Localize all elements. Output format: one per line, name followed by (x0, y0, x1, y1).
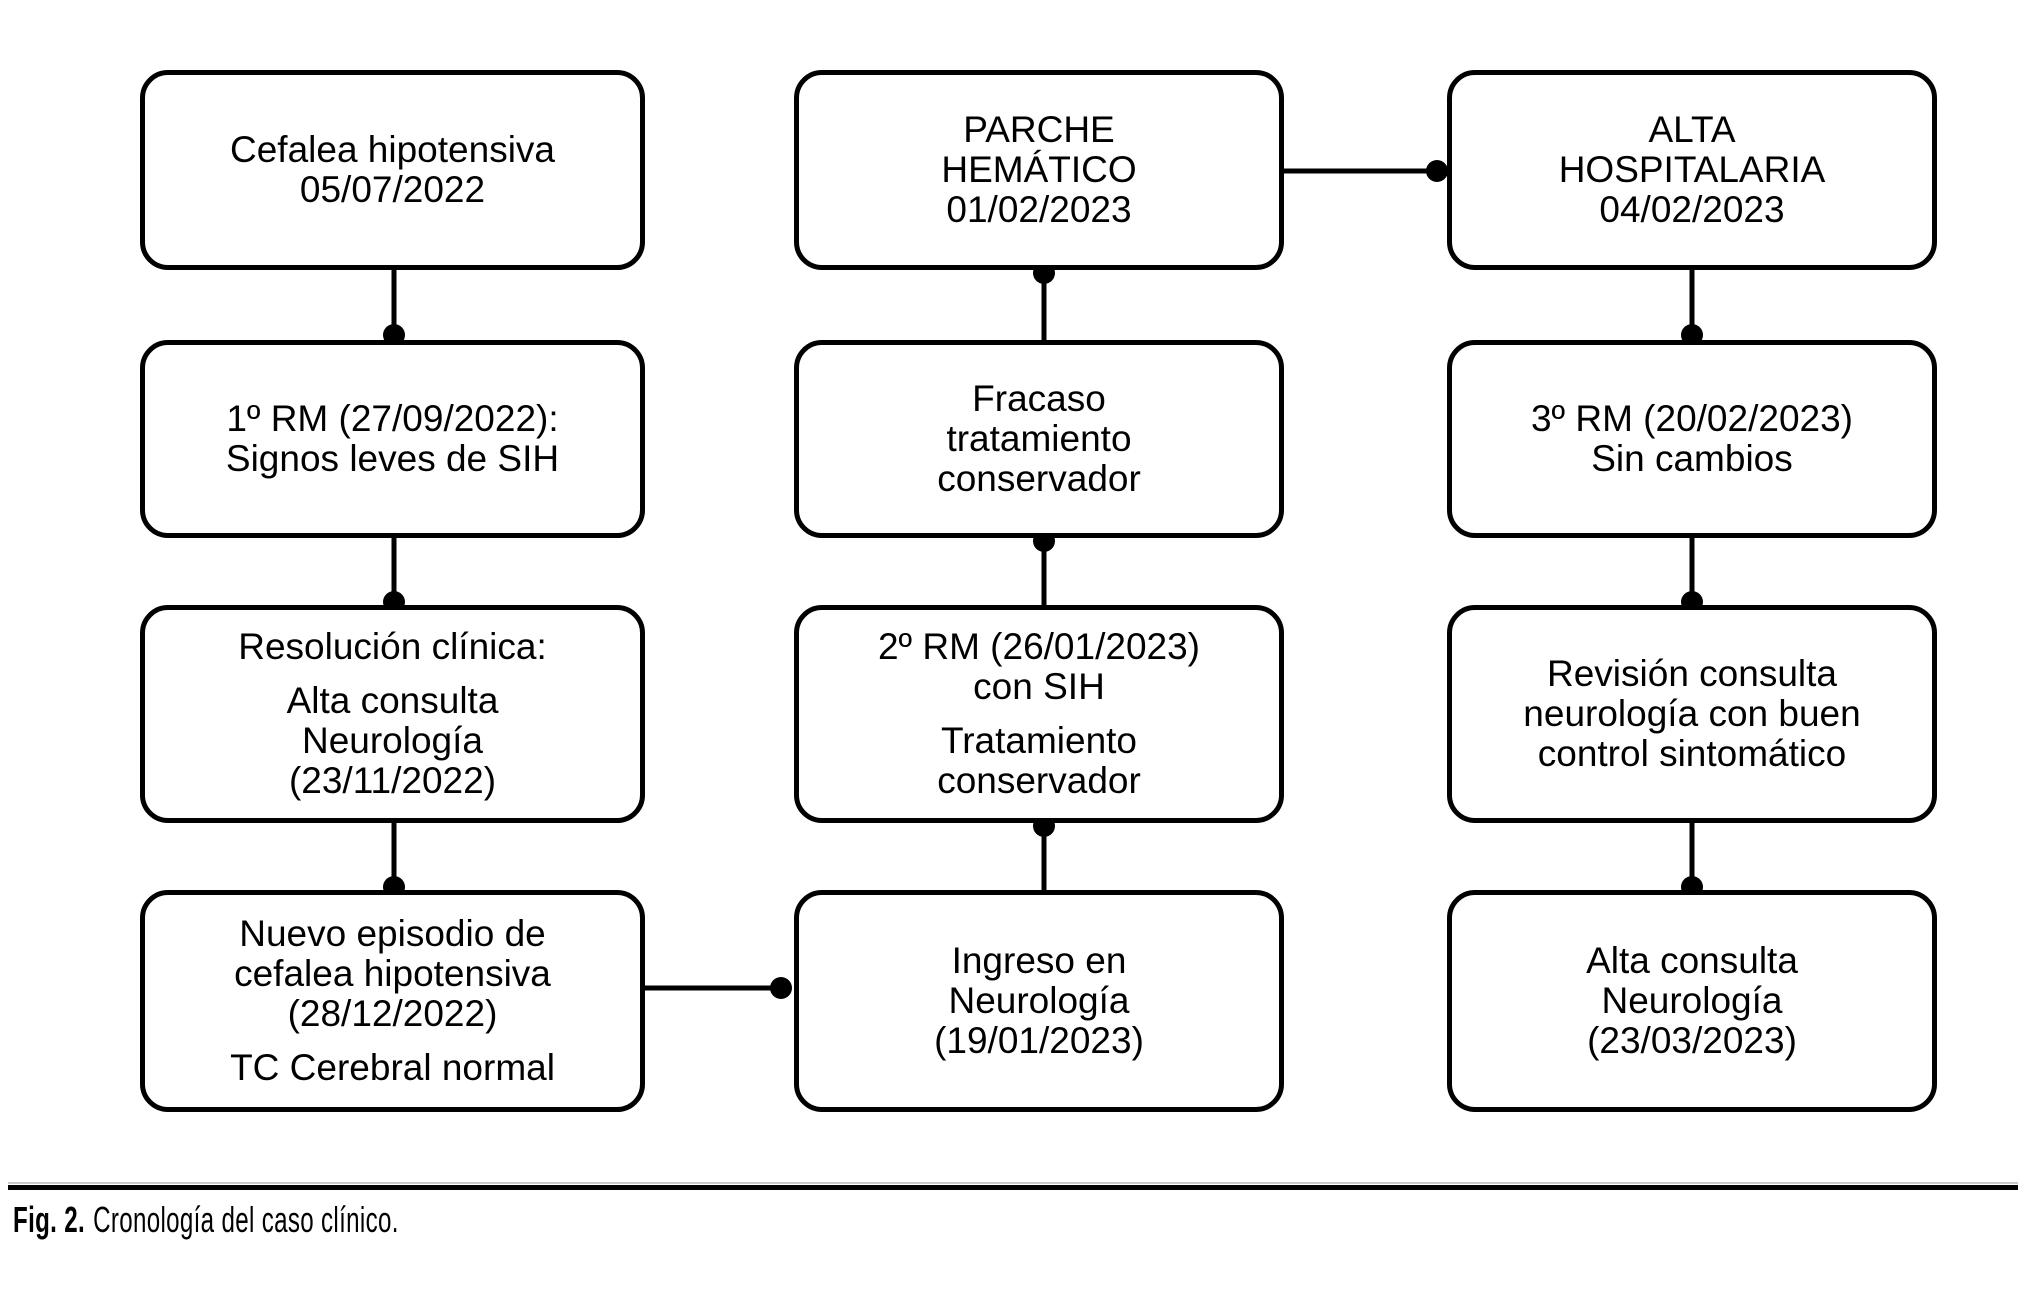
node-rm3: 3º RM (20/02/2023) Sin cambios (1447, 340, 1937, 538)
node-revision-consulta: Revisión consulta neurología con buen co… (1447, 605, 1937, 823)
node-text: Resolución clínica: (238, 626, 547, 667)
node-text: Alta consulta Neurología (23/03/2023) (1586, 940, 1798, 1061)
node-fracaso-tratamiento: Fracaso tratamiento conservador (794, 340, 1284, 538)
figure-caption: Fig. 2.Cronología del caso clínico. (13, 1198, 399, 1242)
node-cefalea-inicial: Cefalea hipotensiva 05/07/2022 (140, 70, 645, 270)
junction-dot (1426, 160, 1448, 182)
node-text: 3º RM (20/02/2023) Sin cambios (1530, 398, 1853, 479)
junction-dot (770, 977, 792, 999)
caption-divider (8, 1185, 2018, 1190)
node-resolucion-clinica: Resolución clínica: Alta consulta Neurol… (140, 605, 645, 823)
node-alta-consulta: Alta consulta Neurología (23/03/2023) (1447, 890, 1937, 1112)
figure-caption-label: Fig. 2. (13, 1199, 86, 1240)
node-text: Cefalea hipotensiva 05/07/2022 (230, 129, 555, 210)
node-text: Nuevo episodio de cefalea hipotensiva (2… (234, 913, 551, 1034)
node-text: PARCHE HEMÁTICO 01/02/2023 (941, 109, 1137, 230)
node-rm1: 1º RM (27/09/2022): Signos leves de SIH (140, 340, 645, 538)
node-text: 2º RM (26/01/2023) con SIH (877, 626, 1200, 707)
node-text: Tratamiento conservador (937, 720, 1141, 801)
node-alta-hospitalaria: ALTA HOSPITALARIA 04/02/2023 (1447, 70, 1937, 270)
node-text: Alta consulta Neurología (23/11/2022) (286, 680, 499, 801)
node-ingreso-neurologia: Ingreso en Neurología (19/01/2023) (794, 890, 1284, 1112)
caption-divider-hairline (8, 1182, 2018, 1184)
node-text: Ingreso en Neurología (19/01/2023) (934, 940, 1144, 1061)
node-text: TC Cerebral normal (230, 1047, 555, 1088)
node-text: Fracaso tratamiento conservador (937, 378, 1141, 499)
node-text: ALTA HOSPITALARIA 04/02/2023 (1558, 109, 1826, 230)
node-parche-hematico: PARCHE HEMÁTICO 01/02/2023 (794, 70, 1284, 270)
node-rm2: 2º RM (26/01/2023) con SIH Tratamiento c… (794, 605, 1284, 823)
node-text: 1º RM (27/09/2022): Signos leves de SIH (225, 398, 560, 479)
node-text: Revisión consulta neurología con buen co… (1523, 653, 1861, 774)
figure-caption-text: Cronología del caso clínico. (93, 1199, 399, 1240)
node-nuevo-episodio: Nuevo episodio de cefalea hipotensiva (2… (140, 890, 645, 1112)
